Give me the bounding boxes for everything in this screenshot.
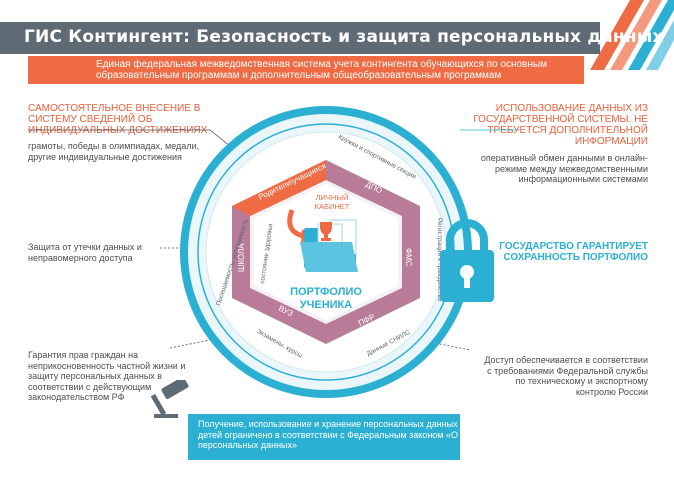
right-top-text: оперативный обмен данными в онлайн-режим… (480, 153, 648, 184)
left-top-heading: САМОСТОЯТЕЛЬНОЕ ВНЕСЕНИЕ В СИСТЕМУ СВЕДЕ… (28, 103, 208, 136)
left-top-text: грамоты, победы в олимпиадах, медали, др… (28, 141, 200, 162)
title-bar (0, 22, 600, 54)
ring-label-registration: Регистрация и гражданство (436, 218, 443, 302)
subtitle: Единая федеральная межведомственная сист… (96, 59, 547, 81)
cabinet-label-1: ЛИЧНЫЙ (316, 193, 349, 202)
decorative-stripes (590, 0, 674, 70)
portfolio-diagram: Родители\учащиеся ДПО ФМС ПФР ВУЗ ШКОЛА … (180, 106, 472, 398)
bottom-box (188, 414, 460, 460)
left-bottom-text: Гарантия прав граждан на неприкосновенно… (28, 350, 186, 402)
arrow-icon (287, 209, 305, 239)
page-title: ГИС Контингент: Безопасность и защита пе… (24, 27, 664, 47)
center-title-2: УЧЕНИКА (300, 299, 352, 311)
left-mid-text: Защита от утечки данных и неправомерного… (28, 242, 142, 263)
right-top-heading: ИСПОЛЬЗОВАНИЕ ДАННЫХ ИЗ ГОСУДАРСТВЕННОЙ … (473, 103, 648, 147)
right-mid-heading: ГОСУДАРСТВО ГАРАНТИРУЕТ СОХРАННОСТЬ ПОРТ… (499, 241, 648, 263)
cabinet-label-2: КАБИНЕТ (315, 202, 350, 211)
gavel-icon (150, 380, 189, 418)
hexagon-segment-parents (232, 160, 326, 216)
trophy-icon (320, 222, 332, 241)
hex-label-school: ШКОЛА (237, 243, 246, 272)
bottom-box-text: Получение, использование и хранение перс… (198, 419, 458, 450)
center-title-1: ПОРТФОЛИО (290, 286, 362, 298)
padlock-icon (440, 219, 494, 302)
subtitle-band (28, 56, 584, 84)
right-bottom-text: Доступ обеспечивается в соответствии с т… (484, 355, 648, 397)
hex-label-fms: ФМС (404, 248, 413, 267)
